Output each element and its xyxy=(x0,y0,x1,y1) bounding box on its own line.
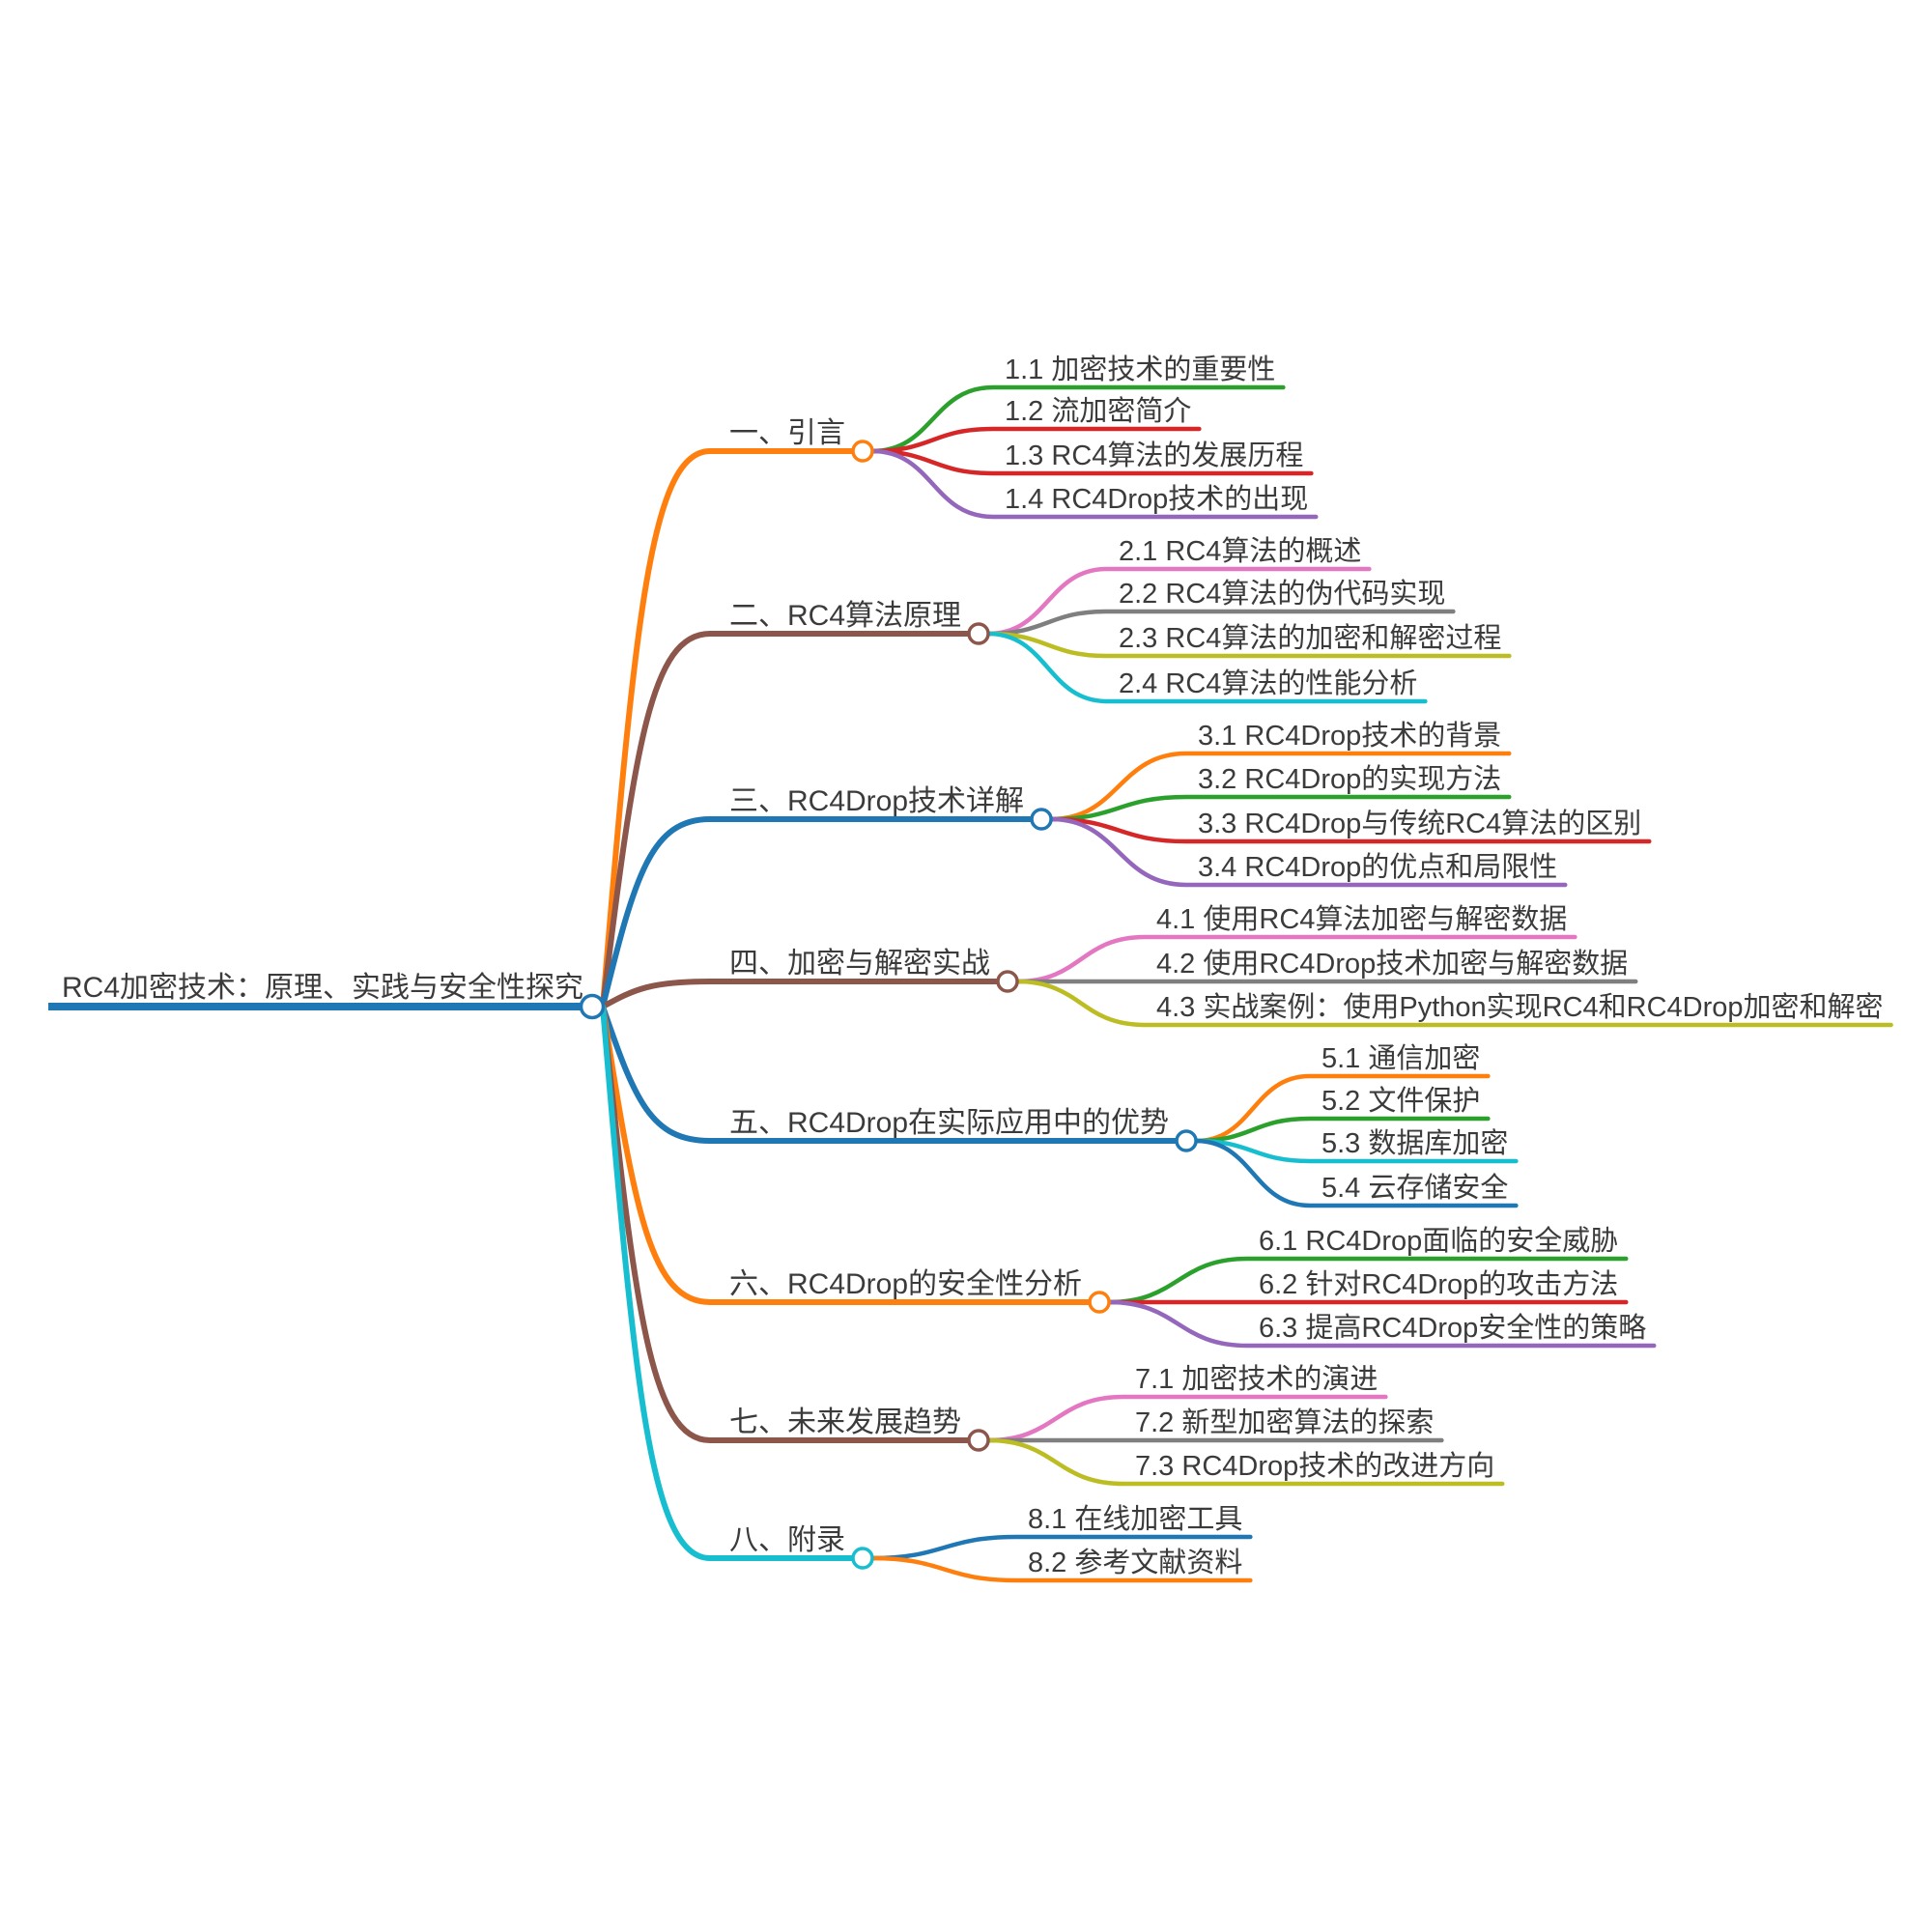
branch-label: 四、加密与解密实战 xyxy=(729,948,990,980)
subtopic-path xyxy=(1014,979,1893,1028)
subtopic-label: 8.1 在线加密工具 xyxy=(1028,1503,1242,1535)
branch-label: 三、RC4Drop技术详解 xyxy=(729,785,1024,817)
branch-node-circle[interactable] xyxy=(851,1547,874,1570)
subtopic-label: 7.1 加密技术的演进 xyxy=(1135,1363,1378,1395)
branch-path xyxy=(600,631,973,1009)
subtopic-path xyxy=(985,1437,1505,1487)
branch-node-circle[interactable] xyxy=(1088,1291,1111,1314)
subtopic-path xyxy=(1048,816,1568,888)
branch-path xyxy=(600,448,856,1009)
subtopic-label: 4.2 使用RC4Drop技术加密与解密数据 xyxy=(1156,948,1628,980)
subtopic-label: 5.3 数据库加密 xyxy=(1321,1127,1508,1159)
branch-path xyxy=(600,816,1036,1009)
subtopic-label: 5.4 云存储安全 xyxy=(1321,1172,1508,1204)
subtopic-label: 6.3 提高RC4Drop安全性的策略 xyxy=(1259,1312,1646,1344)
subtopic-label: 7.3 RC4Drop技术的改进方向 xyxy=(1135,1450,1494,1482)
subtopic-path xyxy=(1193,1138,1519,1208)
subtopic-label: 3.3 RC4Drop与传统RC4算法的区别 xyxy=(1198,808,1641,839)
subtopic-label: 5.1 通信加密 xyxy=(1321,1042,1480,1074)
subtopic-label: 6.2 针对RC4Drop的攻击方法 xyxy=(1259,1268,1618,1300)
subtopic-label: 6.1 RC4Drop面临的安全威胁 xyxy=(1259,1225,1618,1257)
branch-node-circle[interactable] xyxy=(996,970,1019,993)
branch-label: 八、附录 xyxy=(729,1524,845,1556)
subtopic-label: 4.1 使用RC4算法加密与解密数据 xyxy=(1156,903,1567,935)
subtopic-label: 8.2 参考文献资料 xyxy=(1028,1547,1242,1578)
subtopic-path xyxy=(869,448,1319,520)
subtopic-path xyxy=(1106,1299,1657,1349)
branch-path xyxy=(600,1004,1094,1305)
root-node-circle[interactable] xyxy=(579,993,606,1020)
subtopic-path xyxy=(985,631,1428,704)
branch-path xyxy=(600,979,1001,1009)
subtopic-label: 3.4 RC4Drop的优点和局限性 xyxy=(1198,851,1557,883)
subtopic-label: 2.4 RC4算法的性能分析 xyxy=(1119,668,1417,699)
subtopic-label: 7.2 新型加密算法的探索 xyxy=(1135,1406,1434,1438)
subtopic-label: 1.2 流加密简介 xyxy=(1005,395,1191,427)
branch-label: 一、引言 xyxy=(729,417,845,449)
branch-label: 七、未来发展趋势 xyxy=(729,1406,961,1438)
branch-path xyxy=(600,1004,1180,1144)
subtopic-label: 3.2 RC4Drop的实现方法 xyxy=(1198,763,1501,795)
branch-node-circle[interactable] xyxy=(967,1429,990,1452)
subtopic-label: 4.3 实战案例：使用Python实现RC4和RC4Drop加密和解密 xyxy=(1156,991,1884,1023)
subtopic-path xyxy=(869,1555,1253,1583)
branch-node-circle[interactable] xyxy=(1030,808,1053,831)
branch-node-circle[interactable] xyxy=(851,440,874,463)
subtopic-label: 2.2 RC4算法的伪代码实现 xyxy=(1119,578,1445,610)
branch-node-circle[interactable] xyxy=(967,622,990,645)
branch-label: 六、RC4Drop的安全性分析 xyxy=(729,1268,1082,1300)
branch-path xyxy=(600,1004,856,1561)
subtopic-label: 1.3 RC4算法的发展历程 xyxy=(1005,440,1303,471)
subtopic-label: 1.1 加密技术的重要性 xyxy=(1005,354,1275,385)
subtopic-label: 3.1 RC4Drop技术的背景 xyxy=(1198,720,1501,752)
subtopic-label: 1.4 RC4Drop技术的出现 xyxy=(1005,483,1308,515)
root-label: RC4加密技术：原理、实践与安全性探究 xyxy=(62,972,583,1004)
branch-path xyxy=(600,1004,972,1443)
branch-label: 二、RC4算法原理 xyxy=(729,600,961,632)
branch-label: 五、RC4Drop在实际应用中的优势 xyxy=(729,1107,1169,1139)
subtopic-label: 5.2 文件保护 xyxy=(1321,1085,1480,1117)
subtopic-label: 2.1 RC4算法的概述 xyxy=(1119,535,1361,567)
subtopic-label: 2.3 RC4算法的加密和解密过程 xyxy=(1119,622,1501,654)
branch-node-circle[interactable] xyxy=(1175,1129,1198,1152)
